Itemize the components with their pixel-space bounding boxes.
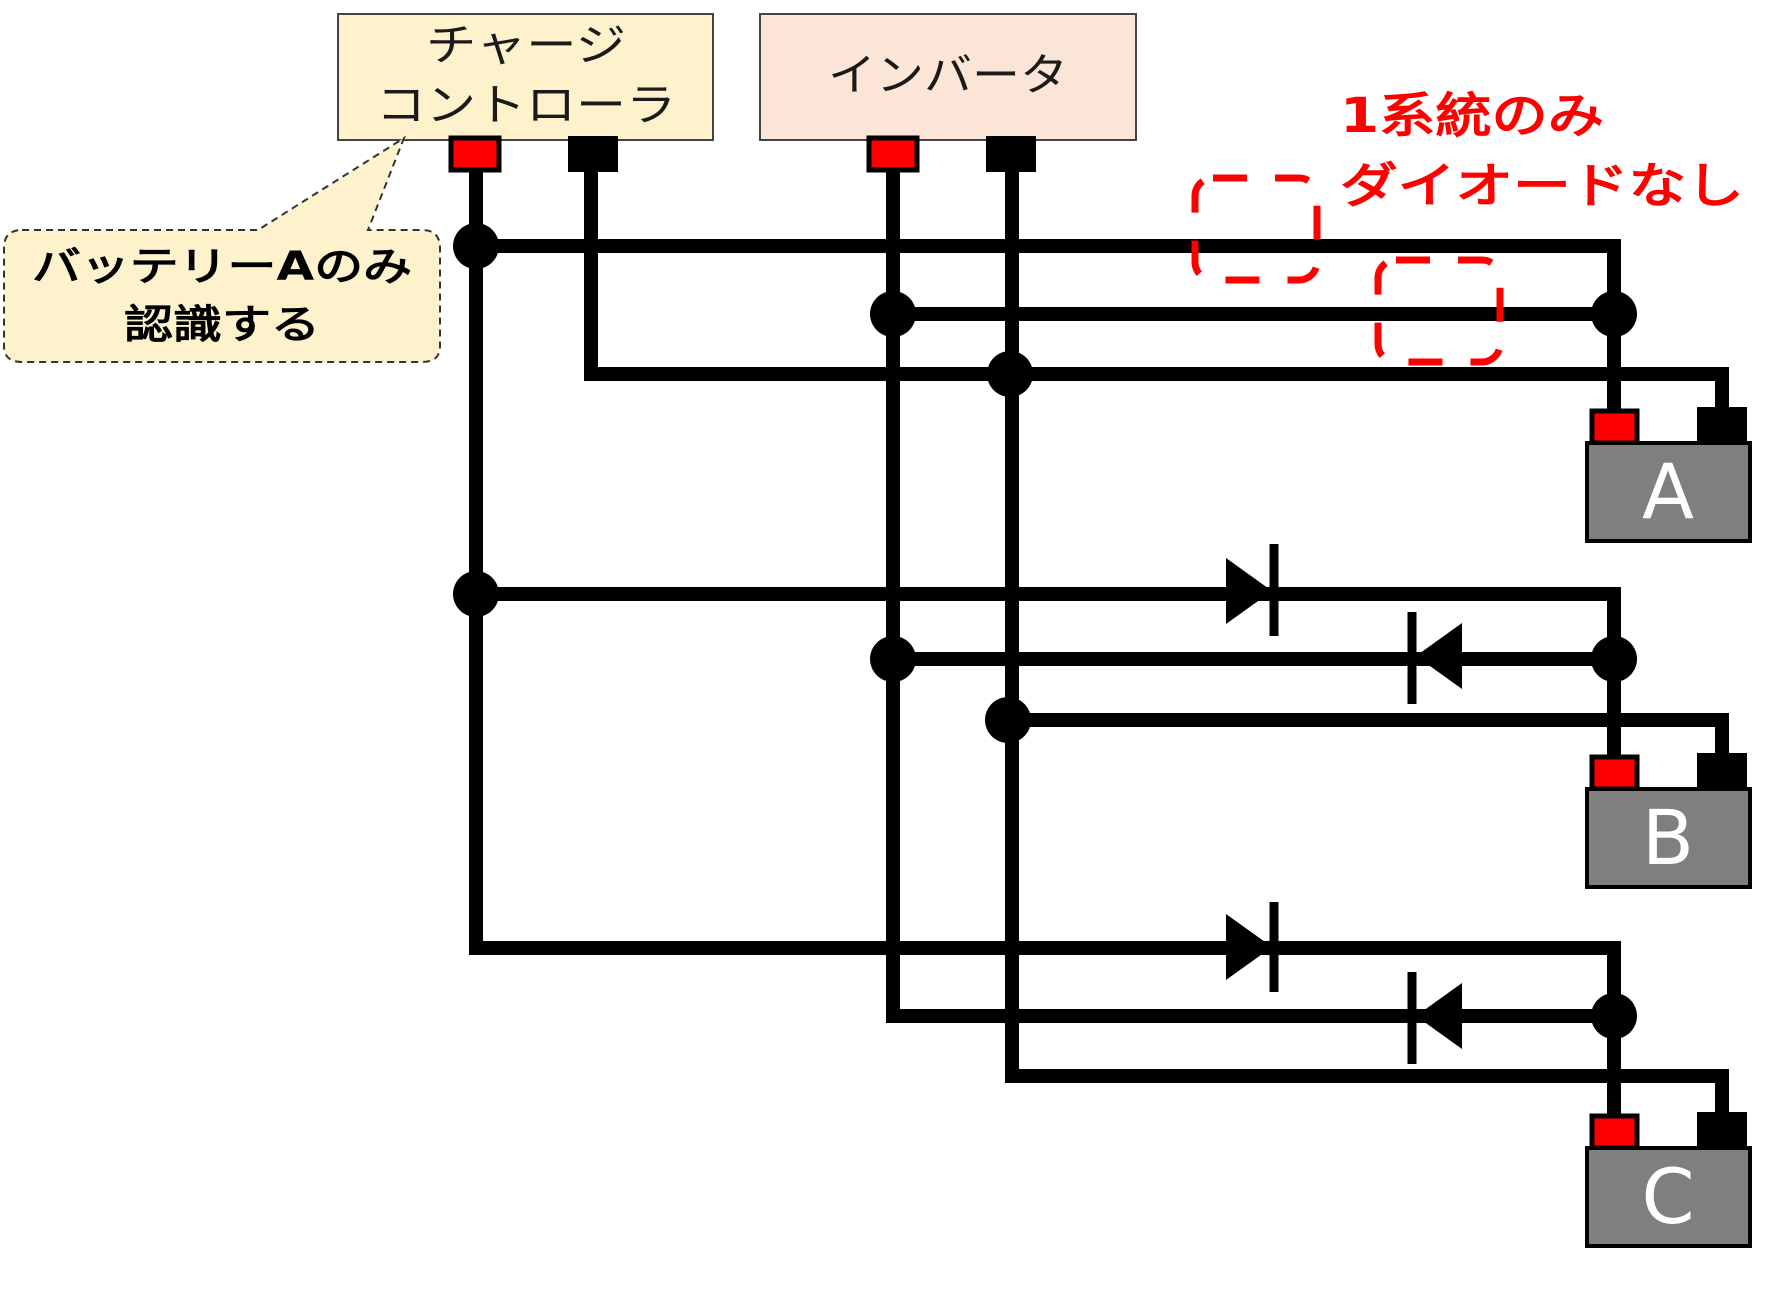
battery-a-label: A [1642, 447, 1694, 536]
wire-c-cc-positive [469, 941, 1621, 1127]
inverter-negative-terminal[interactable] [986, 136, 1036, 172]
wires [469, 139, 1729, 1127]
wire-b-negative [1001, 713, 1729, 769]
charge-controller[interactable]: チャージ コントローラ [337, 13, 714, 173]
diodes [1226, 544, 1462, 1064]
battery-b[interactable]: B [1585, 753, 1752, 889]
battery-c-body [1585, 1146, 1752, 1248]
junction-dot [870, 291, 916, 337]
battery-a[interactable]: A [1585, 407, 1752, 543]
diode-b-discharge [1407, 612, 1462, 704]
inverter-label: インバータ [828, 50, 1068, 101]
charge-controller-negative-terminal[interactable] [568, 136, 618, 172]
diode-c-discharge [1407, 972, 1462, 1064]
note-line1: 1系統のみ [1340, 88, 1604, 144]
battery-c[interactable]: C [1585, 1112, 1752, 1248]
battery-b-positive-terminal[interactable] [1589, 754, 1640, 792]
callout-bubble-shape [3, 135, 441, 363]
battery-c-label: C [1641, 1152, 1694, 1241]
battery-c-negative-terminal[interactable] [1697, 1112, 1747, 1150]
callout-line2: 認識する [124, 302, 320, 348]
junction-dot [1591, 636, 1637, 682]
no-diode-note: 1系統のみ ダイオードなし [1191, 88, 1744, 366]
missing-diode-marker-discharge [1374, 256, 1504, 366]
wire-a-negative [1003, 367, 1729, 425]
diode-c-charge [1226, 902, 1279, 992]
missing-diode-marker-charge [1191, 174, 1321, 284]
callout-line1: バッテリーAのみ [32, 244, 412, 290]
junctions [453, 223, 1637, 1039]
inverter[interactable]: インバータ [759, 13, 1137, 173]
battery-b-label: B [1642, 793, 1694, 882]
diode-b-charge [1226, 544, 1279, 636]
callout-bubble: バッテリーAのみ 認識する [3, 135, 441, 363]
note-line2: ダイオードなし [1340, 158, 1744, 214]
battery-a-negative-terminal[interactable] [1697, 407, 1747, 445]
battery-b-negative-terminal[interactable] [1697, 753, 1747, 791]
junction-dot [1591, 993, 1637, 1039]
junction-dot [453, 223, 499, 269]
inverter-box [759, 13, 1137, 141]
wire-cc-negative [584, 139, 1017, 381]
charge-controller-box [337, 13, 714, 141]
wire-b-cc-positive [469, 587, 1621, 769]
charge-controller-label-line2: コントローラ [376, 80, 676, 131]
battery-b-body [1585, 787, 1752, 889]
battery-a-body [1585, 441, 1752, 543]
wire-c-negative [1005, 1069, 1729, 1127]
wire-a-cc-positive [469, 239, 1621, 425]
charge-controller-positive-terminal[interactable] [448, 135, 502, 173]
junction-dot [870, 636, 916, 682]
junction-dot [985, 697, 1031, 743]
inverter-positive-terminal[interactable] [866, 135, 920, 173]
junction-dot [453, 571, 499, 617]
battery-c-positive-terminal[interactable] [1589, 1113, 1640, 1151]
junction-dot [1591, 291, 1637, 337]
battery-a-positive-terminal[interactable] [1589, 408, 1640, 446]
junction-dot [987, 351, 1033, 397]
charge-controller-label-line1: チャージ [426, 20, 626, 71]
